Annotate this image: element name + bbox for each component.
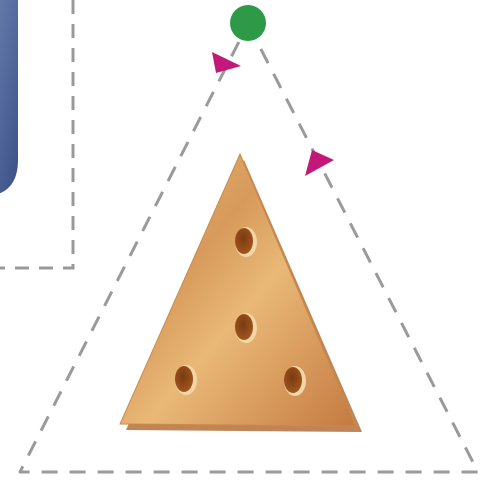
direction-arrows xyxy=(212,52,334,176)
cracker-holes xyxy=(175,227,306,396)
start-point-icon xyxy=(230,5,266,41)
blue-side-panel xyxy=(0,0,18,194)
panel-dashed-frame xyxy=(0,0,75,270)
cracker-hole xyxy=(235,313,257,343)
cracker-hole xyxy=(235,227,257,257)
cracker-body xyxy=(119,152,357,427)
direction-arrow-icon xyxy=(305,150,334,176)
cracker-hole xyxy=(175,365,197,395)
cracker-hole xyxy=(284,366,306,396)
triangle-cracker-icon xyxy=(119,152,362,432)
dashed-triangle-path xyxy=(18,22,480,474)
direction-arrow-icon xyxy=(212,52,241,73)
